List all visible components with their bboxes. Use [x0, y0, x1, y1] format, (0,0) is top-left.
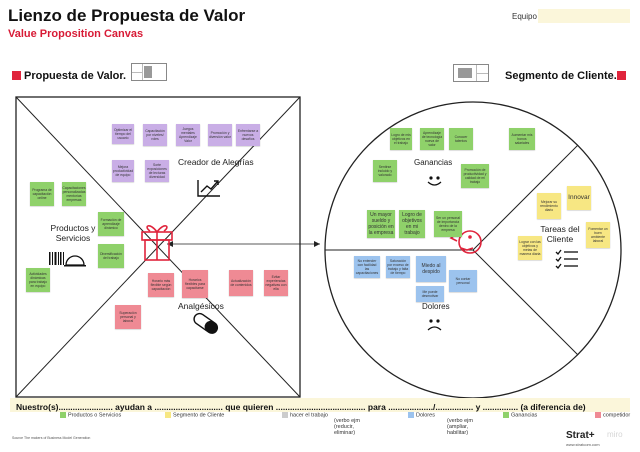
frown-icon — [427, 319, 442, 331]
legend-swatch-icon — [165, 412, 171, 418]
legend-productos: Productos o Servicios — [60, 412, 121, 419]
legend-note-ampliar: (verbo ejm (ampliar, habilitar) — [447, 418, 473, 437]
sticky-note[interactable]: Diversificación del trabajo — [98, 244, 124, 268]
dolores-label: Dolores — [422, 302, 450, 311]
brand-url: www.stratcom.com — [566, 442, 600, 447]
sticky-note[interactable]: Superación personal y laboral — [115, 305, 141, 329]
brand-logo: Strat+ — [566, 430, 595, 441]
legend-swatch-icon — [408, 412, 414, 418]
sticky-note[interactable]: Sorte exposiciones de lecturas diversida… — [145, 160, 169, 182]
productos-label: Productos y Servicios — [50, 223, 96, 243]
sticky-note[interactable]: Fomentar un buen ambiente laboral — [586, 222, 610, 248]
legend-segmento: Segmento de Cliente — [165, 412, 224, 419]
sticky-note[interactable]: Optimizar el tiempo del usuario — [112, 124, 134, 144]
segmento-marker-icon — [617, 71, 626, 80]
sticky-note[interactable]: Lograr con las objetivos y metas de mane… — [518, 236, 542, 260]
sticky-note[interactable]: Miedo al despido — [416, 256, 446, 282]
sticky-note[interactable]: Actividades dinámicas para trabajo en eq… — [26, 268, 50, 292]
legend-trabajo: hacer el trabajo — [282, 412, 328, 419]
propuesta-title: Propuesta de Valor. — [24, 70, 127, 82]
propuesta-thumbnail-icon — [131, 63, 167, 81]
page-title: Lienzo de Propuesta de Valor — [8, 6, 246, 25]
sticky-note[interactable]: Programa de capacitación online — [30, 182, 54, 206]
sticky-note[interactable]: Logro de mis objetivos en el trabajo — [390, 128, 412, 150]
checklist-icon — [555, 249, 578, 269]
propuesta-marker-icon — [12, 71, 21, 80]
sticky-note[interactable]: Ser un personal de importancia dentro de… — [434, 211, 462, 237]
segmento-title: Segmento de Cliente. — [505, 70, 617, 82]
sticky-note[interactable]: Sentirse incluido y valorado — [373, 160, 397, 182]
sticky-note[interactable]: Horarios flexibles para capacitarse — [182, 270, 208, 298]
legend-swatch-icon — [595, 412, 601, 418]
gift-icon — [141, 225, 173, 261]
page-subtitle: Value Proposition Canvas — [8, 28, 144, 40]
sticky-note[interactable]: Aumentar mis bonos salariales — [509, 128, 535, 150]
sticky-note[interactable]: Actualización de contenidos — [229, 270, 253, 296]
analgesicos-label: Analgésicos — [178, 301, 224, 311]
footer-sentence: Nuestro(s)....................... ayudan… — [16, 402, 586, 412]
sticky-note[interactable]: Horario más flexible según capacitación — [148, 273, 174, 297]
sticky-note[interactable]: Mejorar su rendimiento diario — [537, 193, 561, 219]
sticky-note[interactable]: Promoción de productividad y calidad de … — [461, 164, 489, 188]
sticky-note[interactable]: Un mayor sueldo y posición en la empresa — [367, 210, 395, 238]
pill-icon — [193, 312, 219, 334]
sticky-note[interactable]: Juegos mentales Aprendizaje Valor — [176, 124, 200, 146]
tareas-label: Tareas del Cliente — [540, 224, 580, 244]
legend-ganancias: Ganancias — [503, 412, 537, 419]
miro-watermark: miro — [607, 430, 623, 439]
legend-dolores: Dolores — [408, 412, 435, 419]
segmento-thumbnail-icon — [453, 64, 489, 82]
legend-swatch-icon — [60, 412, 66, 418]
ganancias-label: Ganancias — [414, 158, 453, 167]
products-icon — [49, 252, 86, 267]
legend-note-reducir: (verbo ejm (reducir, eliminar) — [334, 418, 360, 437]
sticky-note[interactable]: Capacitación por niveles/ roles — [143, 124, 167, 146]
sticky-note[interactable]: Conocer talentos — [449, 128, 473, 150]
source-credit: Source The makers of Business Model Gene… — [12, 436, 91, 440]
sticky-note[interactable]: Enfrentarse a nuevos desafíos — [236, 124, 260, 146]
sticky-note[interactable]: Saturación por exceso de trabajo y falta… — [386, 256, 410, 278]
sticky-note[interactable]: No contar personal — [449, 270, 477, 292]
sticky-note[interactable]: Logro de objetivos en mi trabajo — [399, 210, 425, 238]
sticky-note[interactable]: Evitar experiencias negativas con ella — [264, 270, 288, 296]
equipo-label: Equipo — [512, 12, 537, 21]
equipo-input[interactable] — [538, 9, 630, 23]
sticky-note[interactable]: Promoción y diversión valor — [208, 124, 232, 146]
creador-label: Creador de Alegrías — [178, 157, 254, 167]
legend-competidor: competidor — [595, 412, 630, 419]
sticky-note[interactable]: No entender con facilidad las capacitaci… — [354, 256, 380, 278]
sticky-note[interactable]: Aprendizaje de tecnología nueva de valor — [420, 128, 444, 150]
sticky-note[interactable]: Capacitaciones personalizadas mentorías … — [62, 182, 86, 206]
sticky-note[interactable]: Innovar — [567, 186, 591, 210]
legend-swatch-icon — [503, 412, 509, 418]
footer-band — [10, 398, 630, 412]
sticky-note[interactable]: Me puede desmotivar — [416, 286, 444, 302]
legend-swatch-icon — [282, 412, 288, 418]
smile-icon — [427, 176, 442, 186]
sticky-note[interactable]: Mejora productividad de equipo — [112, 160, 134, 182]
growth-chart-icon — [197, 180, 220, 197]
sticky-note[interactable]: Formación de aprendizaje dinámico — [98, 212, 124, 236]
